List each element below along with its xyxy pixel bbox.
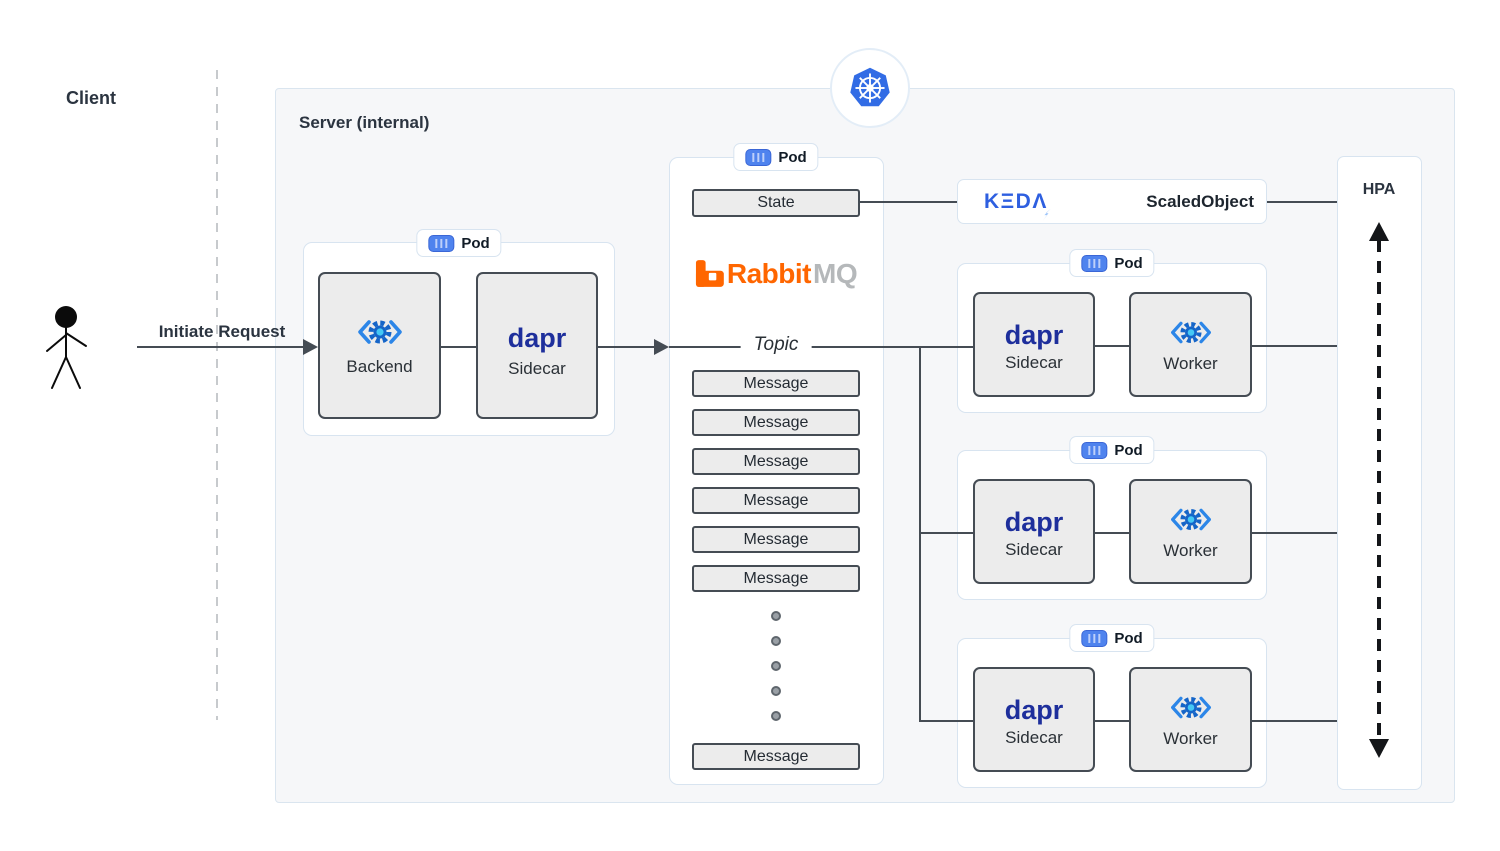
queue-ellipsis-dot: [771, 611, 781, 621]
kubernetes-icon: [830, 48, 910, 128]
request-arrowhead-icon: [303, 339, 318, 355]
pod-badge-label: Pod: [1114, 254, 1143, 272]
client-actor-icon: [46, 306, 87, 389]
keda-hpa-line: [1267, 201, 1337, 203]
worker-sidecar-container: dapr Sidecar: [973, 292, 1095, 397]
pod-icon: [745, 148, 772, 166]
backend-label: Backend: [346, 357, 413, 376]
sidecar-worker-link: [1095, 532, 1129, 534]
branch-to-pod3-line: [919, 720, 973, 722]
sidecar-worker-link: [1095, 720, 1129, 722]
code-gear-icon: [1170, 508, 1211, 530]
request-arrow-line: [137, 346, 304, 348]
sidecar-label: Sidecar: [508, 358, 566, 378]
dapr-logo: dapr: [1004, 507, 1064, 537]
message-box: Message: [692, 448, 860, 475]
worker-container: Worker: [1129, 292, 1252, 397]
queue-arrowhead-icon: [654, 339, 669, 355]
queue-ellipsis-dot: [771, 636, 781, 646]
hpa-scale-up-arrowhead-icon: [1369, 222, 1389, 241]
queue-ellipsis-dot: [771, 686, 781, 696]
dapr-logo: dapr: [1004, 320, 1064, 350]
queue-pod-badge: Pod: [733, 143, 819, 171]
worker-sidecar-container: dapr Sidecar: [973, 479, 1095, 584]
pod-icon: [428, 234, 455, 252]
rabbitmq-logo-mq: MQ: [813, 258, 858, 289]
topic-label: Topic: [740, 334, 812, 356]
dapr-logo: dapr: [1004, 695, 1064, 725]
pod-icon: [1081, 441, 1108, 459]
pod-badge-label: Pod: [1114, 441, 1143, 459]
pod-icon: [1081, 254, 1108, 272]
worker-pod-badge: Pod: [1069, 624, 1155, 652]
sidecar-queue-line: [598, 346, 654, 348]
code-gear-icon: [1170, 321, 1211, 343]
state-box: State: [692, 189, 860, 217]
client-server-separator: [216, 70, 218, 720]
worker-container: Worker: [1129, 479, 1252, 584]
client-label: Client: [66, 88, 117, 108]
sidecar-worker-link: [1095, 345, 1129, 347]
worker-sidecar-container: dapr Sidecar: [973, 667, 1095, 772]
message-box: Message: [692, 370, 860, 397]
server-label: Server (internal): [299, 113, 430, 132]
backend-sidecar-link: [441, 346, 476, 348]
hpa-scale-arrow: [1377, 240, 1381, 740]
backend-pod-badge: Pod: [416, 229, 502, 257]
worker-pod-badge: Pod: [1069, 249, 1155, 277]
hpa-scale-down-arrowhead-icon: [1369, 739, 1389, 758]
keda-bolt-icon: [1042, 208, 1051, 221]
branch-to-pod2-line: [919, 532, 973, 534]
pod-badge-label: Pod: [461, 234, 490, 252]
worker-pod-badge: Pod: [1069, 436, 1155, 464]
hpa-label: HPA: [1362, 181, 1396, 198]
message-box: Message: [692, 565, 860, 592]
queue-ellipsis-dot: [771, 661, 781, 671]
backend-sidecar-container: dapr Sidecar: [476, 272, 598, 419]
code-gear-icon: [357, 320, 402, 344]
sidecar-label: Sidecar: [1005, 353, 1063, 372]
fanout-branch-line: [919, 346, 921, 722]
code-gear-icon: [1170, 696, 1211, 718]
initiate-request-label: Initiate Request: [158, 322, 286, 341]
message-box: Message: [692, 487, 860, 514]
worker-hpa-line: [1252, 720, 1337, 722]
message-box: Message: [692, 526, 860, 553]
message-box: Message: [692, 409, 860, 436]
pod-badge-label: Pod: [1114, 629, 1143, 647]
worker-label: Worker: [1163, 540, 1218, 560]
worker-container: Worker: [1129, 667, 1252, 772]
worker-label: Worker: [1163, 353, 1218, 373]
pod-icon: [1081, 629, 1108, 647]
sidecar-label: Sidecar: [1005, 540, 1063, 559]
keda-logo: KΞDΛ: [984, 190, 1051, 221]
scaledobject-label: ScaledObject: [1146, 191, 1254, 211]
queue-ellipsis-dot: [771, 711, 781, 721]
sidecar-label: Sidecar: [1005, 728, 1063, 747]
worker-hpa-line: [1252, 532, 1337, 534]
rabbitmq-icon: [695, 260, 724, 287]
pod-badge-label: Pod: [778, 148, 807, 166]
state-keda-line: [860, 201, 957, 203]
topic-line: [669, 346, 973, 348]
worker-hpa-line: [1252, 345, 1337, 347]
worker-label: Worker: [1163, 728, 1218, 748]
dapr-logo: dapr: [507, 322, 567, 353]
backend-container: Backend: [318, 272, 441, 419]
rabbitmq-logo-rabbit: Rabbit: [726, 258, 812, 289]
keda-scaledobject-box: KΞDΛ ScaledObject: [957, 179, 1267, 224]
message-box: Message: [692, 743, 860, 770]
